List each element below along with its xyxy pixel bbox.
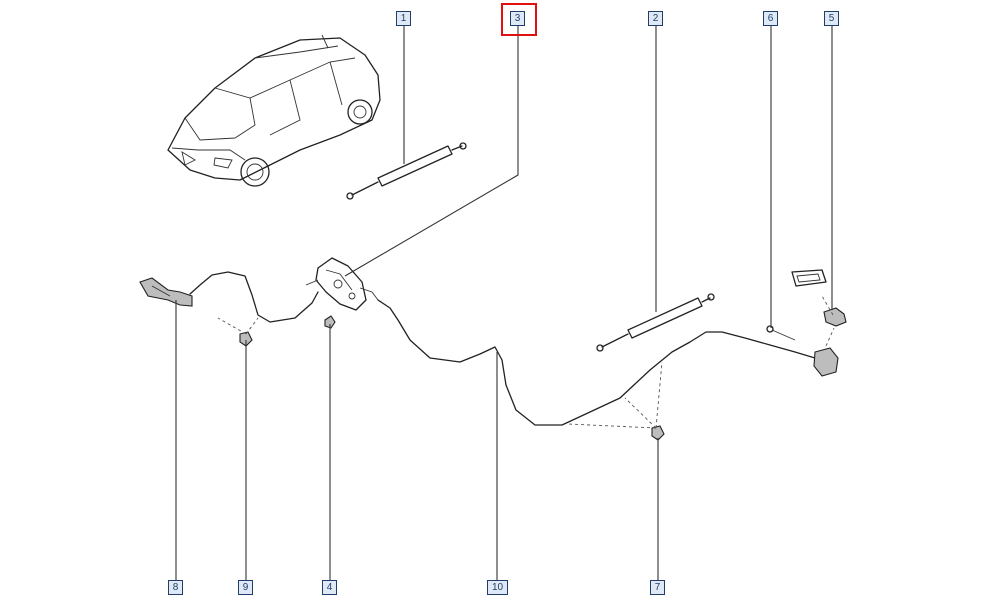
- release-handle-part-8: [139, 277, 193, 307]
- assembly-dashed-lines: [217, 295, 835, 429]
- latch-part-3: [305, 257, 379, 311]
- callout-9[interactable]: 9: [238, 580, 253, 595]
- callout-4[interactable]: 4: [322, 580, 337, 595]
- selected-part-highlight: [501, 3, 537, 36]
- callout-3[interactable]: 3: [510, 11, 525, 26]
- gas-strut-part-1: [346, 142, 467, 200]
- gas-strut-part-2: [596, 293, 715, 352]
- callout-8[interactable]: 8: [168, 580, 183, 595]
- callout-10[interactable]: 10: [487, 580, 508, 595]
- switch-assembly: [766, 325, 839, 377]
- callout-7[interactable]: 7: [650, 580, 665, 595]
- callout-6[interactable]: 6: [763, 11, 778, 26]
- callout-1[interactable]: 1: [396, 11, 411, 26]
- callout-2[interactable]: 2: [648, 11, 663, 26]
- clip-part-9: [239, 331, 253, 347]
- clip-part-7: [651, 425, 665, 441]
- leader-lines: [175, 25, 833, 580]
- release-cables: [189, 271, 816, 426]
- clip-part-4: [324, 315, 336, 329]
- car-illustration: [167, 34, 381, 187]
- connector-part-5: [791, 269, 847, 327]
- callout-5[interactable]: 5: [824, 11, 839, 26]
